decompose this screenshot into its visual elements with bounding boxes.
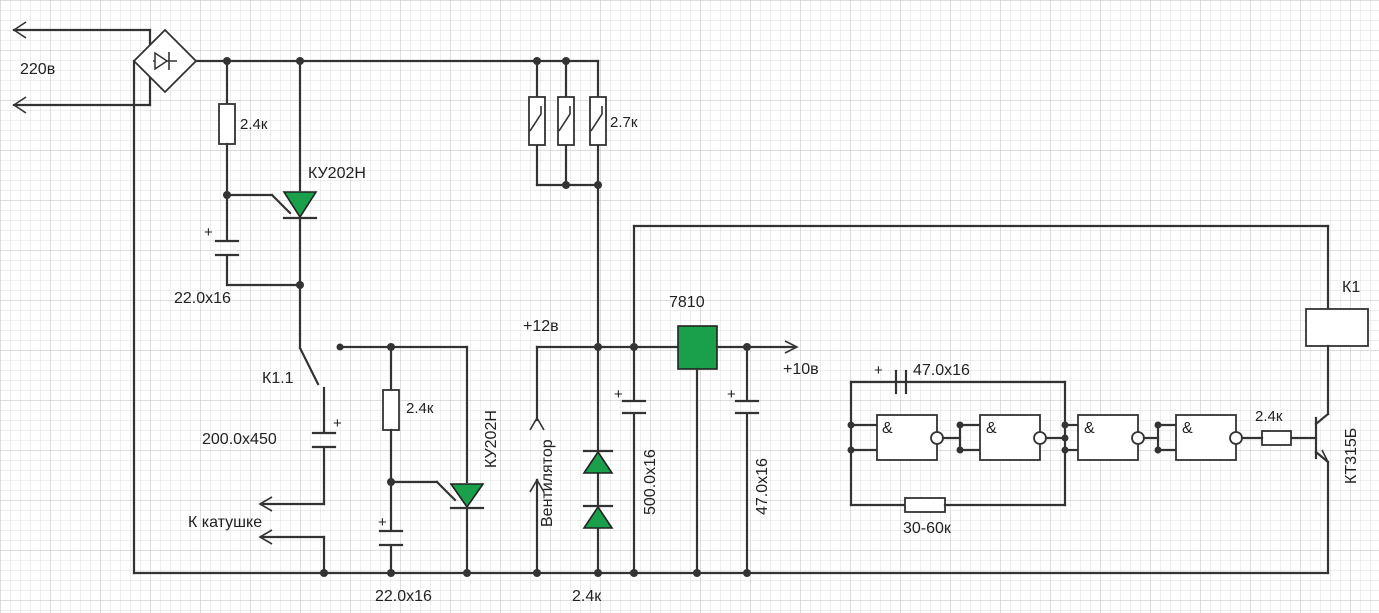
mains-input (12, 21, 152, 114)
label-c-main-plus: + (333, 415, 342, 432)
resistor-osc (904, 497, 946, 513)
and-gate-4 (1175, 414, 1237, 461)
label-fan: Вентилятор (539, 439, 556, 527)
label-relay: К1 (1342, 279, 1360, 296)
label-mains: 220в (20, 61, 55, 78)
label-scr-bottom: КУ202Н (483, 410, 500, 468)
label-c47-plus: + (727, 386, 736, 403)
label-coil: К катушке (188, 514, 262, 531)
gate-symbol-3: & (1084, 420, 1095, 437)
label-r-osc: 30-60к (903, 520, 952, 537)
label-transistor: КТ315Б (1343, 428, 1360, 484)
diode-bridge (132, 28, 198, 94)
label-c1-plus: + (204, 224, 213, 241)
label-res-bank: 2.7к (610, 114, 638, 131)
gate-symbol-4: & (1182, 420, 1193, 437)
label-c47-osc-plus: + (874, 362, 883, 379)
label-plus-10: +10в (783, 361, 819, 378)
label-c47-osc: 47.0x16 (913, 362, 970, 379)
gate-symbol-2: & (986, 420, 997, 437)
and-gate-1 (876, 414, 938, 461)
label-r2: 2.4к (406, 400, 434, 417)
label-r-base: 2.4к (1255, 408, 1283, 425)
resistor-r2 (382, 389, 400, 431)
label-r1: 2.4к (240, 116, 268, 133)
thyristor-bottom (449, 483, 485, 509)
gate-symbol-1: & (882, 420, 893, 437)
label-c500: 500.0x16 (642, 449, 659, 515)
label-regulator: 7810 (669, 294, 705, 311)
label-relay-contact: К1.1 (262, 370, 294, 387)
label-plus-12: +12в (523, 318, 559, 335)
resistor-base (1261, 430, 1292, 446)
and-gate-2 (979, 414, 1041, 461)
resistor-r1 (218, 103, 236, 145)
label-zener-r: 2.4к (572, 588, 602, 605)
relay-coil-k1 (1305, 308, 1369, 347)
label-c-main: 200.0x450 (202, 431, 277, 448)
label-c1: 22.0x16 (174, 290, 231, 307)
thyristor-top (282, 191, 318, 219)
label-c500-plus: + (614, 386, 623, 403)
label-scr-top: КУ202Н (308, 165, 366, 182)
regulator-7810 (677, 325, 718, 370)
zener-diode-2 (582, 505, 614, 529)
label-c47-out: 47.0x16 (754, 458, 771, 515)
junction-dots (223, 57, 1162, 577)
label-c2-plus: + (378, 514, 387, 531)
label-c2: 22.0x16 (375, 588, 432, 605)
and-gate-3 (1077, 414, 1139, 461)
zener-diode-1 (582, 450, 614, 474)
